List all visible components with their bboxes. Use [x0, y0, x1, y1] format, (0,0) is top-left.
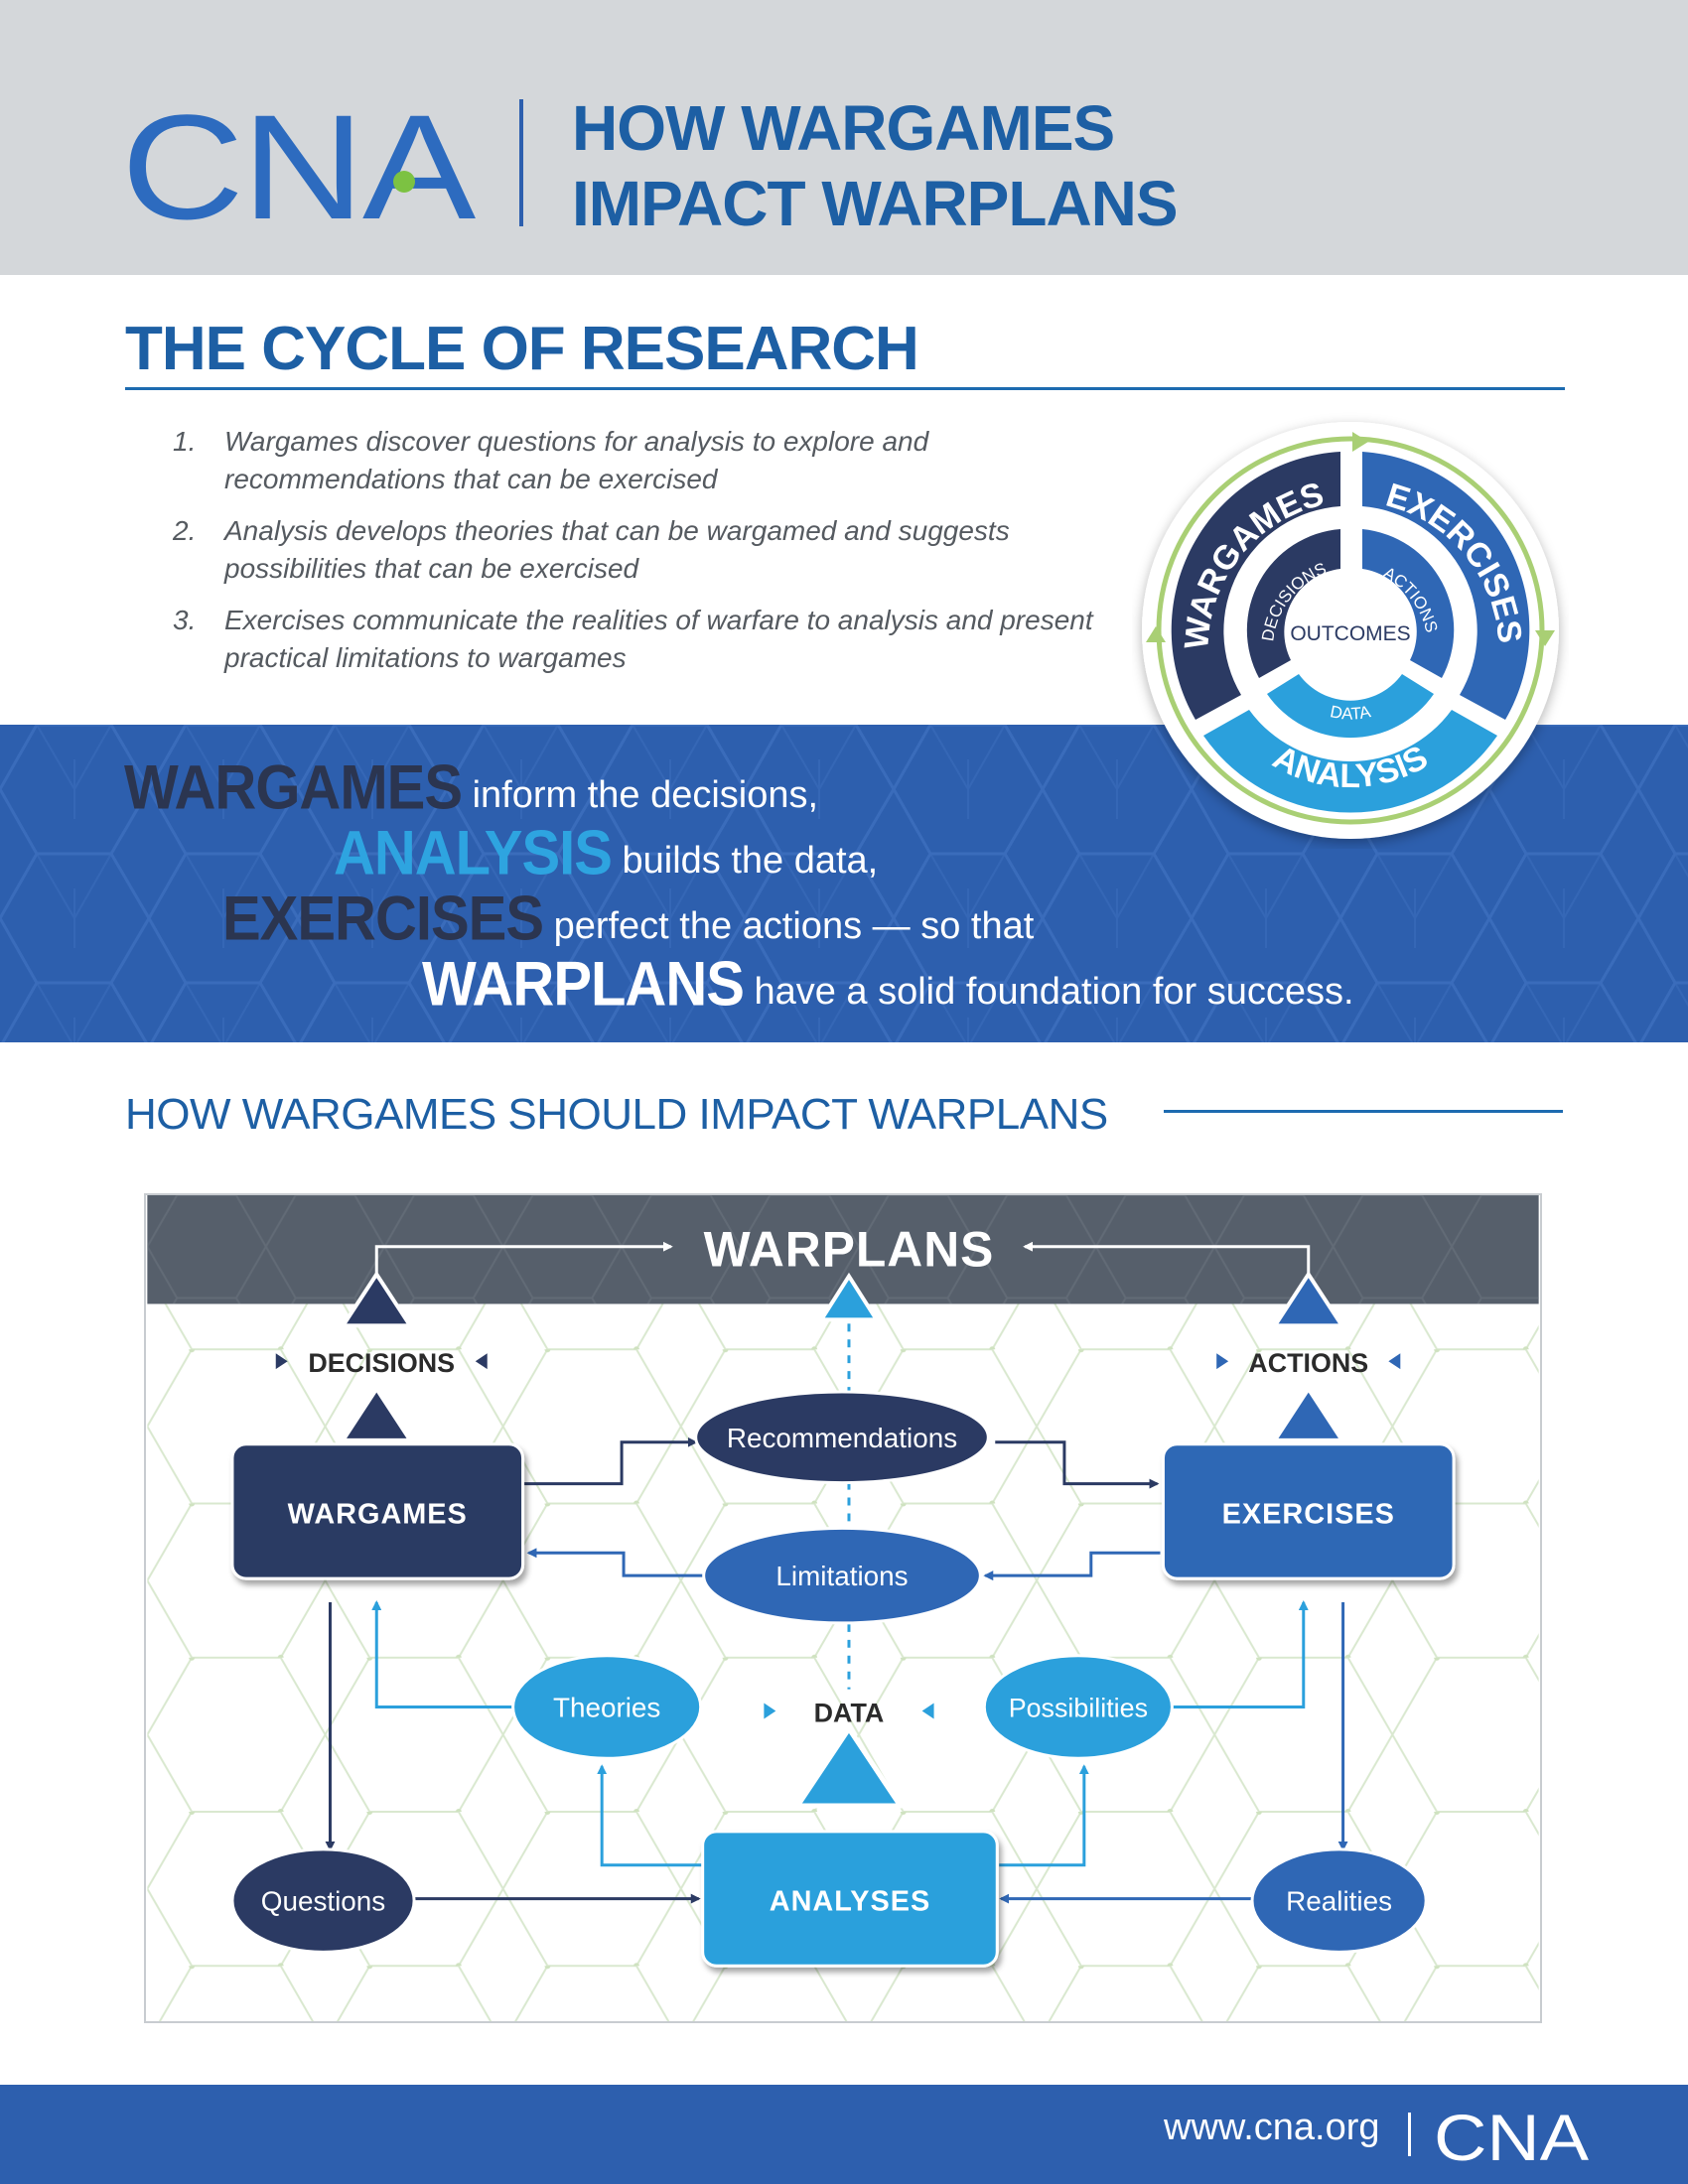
arrow-analyses-to-possibilities [999, 1764, 1089, 1867]
arrow-actions-to-warplans [1023, 1241, 1311, 1275]
ring-arrow-icon [1535, 630, 1555, 646]
warplans-label: WARPLANS [704, 1222, 995, 1278]
cycle-item-text: Analysis develops theories that can be w… [224, 515, 1010, 584]
banner-line-analysis: ANALYSIS builds the data, [334, 818, 879, 888]
svg-text:CNA: CNA [121, 87, 476, 236]
actions-triangle-lower [1271, 1385, 1346, 1442]
header-band [0, 0, 1688, 275]
banner-line-wargames: WARGAMES inform the decisions, [124, 752, 819, 823]
svg-text:CNA: CNA [1434, 2103, 1589, 2166]
ring-arrow-icon [1146, 626, 1166, 642]
realities-ellipse [1250, 1847, 1428, 1954]
banner-phrase: builds the data, [622, 840, 879, 882]
theories-label: Theories [553, 1692, 660, 1722]
cycle-section-rule [125, 387, 1565, 390]
banner-keyword: WARGAMES [124, 752, 463, 823]
questions-label: Questions [261, 1886, 385, 1917]
segment-analysis [1203, 710, 1497, 813]
exercises-box [1161, 1442, 1456, 1580]
arrow-exercises-to-limitations [983, 1551, 1161, 1581]
possibilities-ellipse [982, 1654, 1174, 1760]
theories-ellipse [511, 1654, 703, 1760]
arrow-theories-to-wargames [371, 1600, 523, 1709]
cycle-item-text: Wargames discover questions for analysis… [224, 426, 929, 494]
header-divider [519, 99, 523, 226]
banner-line-exercises: EXERCISES perfect the actions — so that [222, 884, 1035, 954]
cycle-list-item: 2. Analysis develops theories that can b… [173, 512, 1106, 592]
possibilities-label: Possibilities [1009, 1693, 1148, 1722]
analyses-box-label: ANALYSES [770, 1886, 930, 1918]
realities-label: Realities [1286, 1886, 1392, 1917]
footer-band [0, 2085, 1688, 2184]
arrow-recommendations-to-exercises [995, 1440, 1160, 1489]
wargames-box [230, 1442, 525, 1580]
research-cycle-wheel: WARGAMES EXERCISES ANALYSIS DECISIONS AC… [1142, 422, 1559, 839]
actions-triangle-upper [1271, 1270, 1346, 1328]
banner-phrase: inform the decisions, [472, 774, 819, 816]
limitations-label: Limitations [775, 1561, 908, 1591]
limitations-ellipse [702, 1526, 982, 1625]
cna-logo: CNA [121, 87, 478, 236]
footer-divider [1408, 2113, 1411, 2156]
segment-exercises [1362, 452, 1530, 720]
section2-rule [1164, 1110, 1563, 1113]
decisions-triangle-lower [339, 1385, 414, 1442]
arrow-analyses-to-theories [597, 1764, 703, 1867]
actions-label: ACTIONS [1248, 1348, 1368, 1378]
segment-decisions [1246, 529, 1340, 678]
banner-keyword: ANALYSIS [334, 818, 613, 888]
data-triangle-upper [817, 1272, 881, 1322]
footer-url-link[interactable]: www.cna.org [1164, 2107, 1380, 2148]
wargames-box-label: WARGAMES [288, 1498, 468, 1530]
exercises-box-label: EXERCISES [1222, 1498, 1395, 1530]
questions-ellipse [230, 1847, 416, 1954]
banner-keyword: WARPLANS [422, 949, 745, 1020]
cycle-list-item: 3. Exercises communicate the realities o… [173, 602, 1106, 681]
segment-actions [1362, 529, 1455, 678]
decisions-triangle-upper [339, 1270, 414, 1328]
cycle-item-number: 3. [173, 605, 197, 635]
cycle-item-text: Exercises communicate the realities of w… [224, 605, 1093, 673]
data-label: DATA [814, 1698, 885, 1727]
banner-line-warplans: WARPLANS have a solid foundation for suc… [422, 949, 1354, 1020]
arrow-decisions-to-warplans [374, 1241, 673, 1275]
banner-phrase: perfect the actions — so that [553, 905, 1035, 947]
section2-title: HOW WARGAMES SHOULD IMPACT WARPLANS [125, 1090, 1108, 1139]
cycle-item-number: 2. [173, 515, 197, 546]
analyses-box [701, 1830, 999, 1968]
segment-data [1267, 674, 1434, 739]
header-title-line1: HOW WARGAMES [572, 92, 1115, 164]
banner-keyword: EXERCISES [222, 884, 544, 954]
wheel-center-outcomes: OUTCOMES [1290, 622, 1410, 645]
decisions-label: DECISIONS [308, 1348, 455, 1378]
header-title-line2: IMPACT WARPLANS [572, 168, 1179, 239]
cycle-section-title: THE CYCLE OF RESEARCH [125, 315, 919, 383]
banner-phrase: have a solid foundation for success. [754, 971, 1354, 1013]
footer-cna-logo: CNA [1434, 2103, 1589, 2166]
arrow-possibilities-to-exercises [1165, 1600, 1309, 1709]
impact-flow-diagram: WARPLANS DECISIONS ACTIONS DATA WARGAMES… [144, 1193, 1542, 2023]
recommendations-label: Recommendations [727, 1423, 957, 1453]
arrow-limitations-to-wargames [526, 1548, 705, 1577]
wheel-label-data: DATA [1329, 702, 1373, 724]
segment-wargames [1171, 452, 1340, 720]
recommendations-ellipse [694, 1390, 990, 1485]
data-triangle-lower [792, 1723, 906, 1809]
cycle-list-item: 1. Wargames discover questions for analy… [173, 423, 1106, 502]
ring-arrow-icon [1352, 432, 1368, 452]
arrow-wargames-to-recommendations [522, 1436, 698, 1486]
cycle-item-number: 1. [173, 426, 197, 457]
